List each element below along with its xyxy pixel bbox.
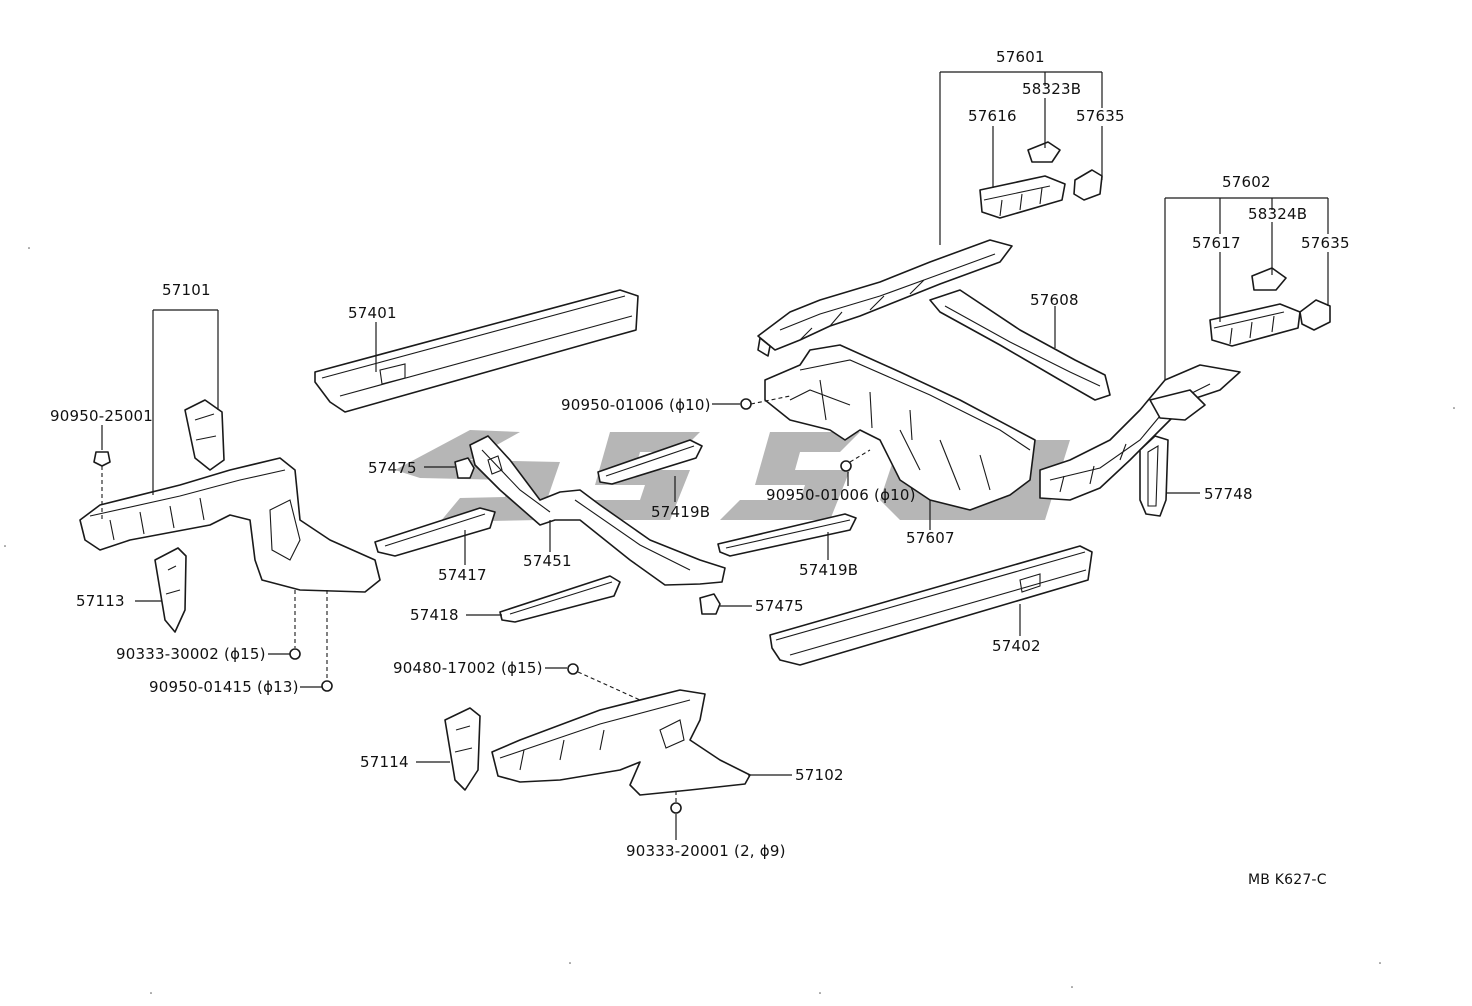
part-57635-cap-left[interactable] [1073,169,1103,201]
label-58324b: 58324B [1248,205,1307,223]
label-57607: 57607 [906,529,955,547]
label-90950-01415: 90950-01415 (ϕ13) [149,678,299,696]
part-57101-bracket[interactable] [184,399,225,471]
fastener-90480-17002[interactable] [567,663,579,675]
label-57475-lower: 57475 [755,597,804,615]
label-57101: 57101 [162,281,211,299]
part-57475-bracket-lower[interactable] [699,593,721,615]
part-57748-panel[interactable] [1139,435,1169,517]
label-57617: 57617 [1192,234,1241,252]
part-57102-front-member[interactable] [491,689,751,796]
part-57602-assembly[interactable] [1039,364,1241,501]
fastener-90333-20001[interactable] [670,802,682,814]
label-57419b-lower: 57419B [799,561,858,579]
label-57418: 57418 [410,606,459,624]
part-57451-crossmember[interactable] [469,435,726,586]
label-57475-upper: 57475 [368,459,417,477]
fastener-90950-25001[interactable] [93,451,111,467]
label-58323b: 58323B [1022,80,1081,98]
label-57419b-upper: 57419B [651,503,710,521]
label-57608: 57608 [1030,291,1079,309]
part-58324b-clip[interactable] [1251,267,1287,291]
label-90333-20001: 90333-20001 (2, ϕ9) [626,842,786,860]
label-57748: 57748 [1204,485,1253,503]
label-57601: 57601 [996,48,1045,66]
scan-specks [4,247,1455,994]
label-90480-17002: 90480-17002 (ϕ15) [393,659,543,677]
part-57607-floor-pan[interactable] [764,344,1036,511]
label-57635-left: 57635 [1076,107,1125,125]
label-90950-25001: 90950-25001 [50,407,153,425]
part-57101-front-member[interactable] [79,457,381,593]
label-57402: 57402 [992,637,1041,655]
part-57114-bracket[interactable] [444,707,481,791]
fastener-90333-30002[interactable] [289,648,301,660]
part-57617-bracket[interactable] [1209,303,1301,347]
part-57608-crossmember[interactable] [929,289,1111,401]
part-57419b-panel-lower[interactable] [717,513,857,557]
part-57113-bracket[interactable] [154,547,187,633]
part-57475-bracket-upper[interactable] [454,457,475,479]
part-57417-panel[interactable] [374,507,496,557]
part-57601-assembly[interactable] [757,239,1013,357]
label-57102: 57102 [795,766,844,784]
part-57419b-panel-upper[interactable] [597,439,703,485]
part-57401-rocker[interactable] [314,289,639,413]
fastener-90950-01006-b[interactable] [840,460,852,472]
diagram-reference-code: MB K627-C [1248,872,1327,888]
label-57113: 57113 [76,592,125,610]
label-57616: 57616 [968,107,1017,125]
label-57401: 57401 [348,304,397,322]
label-57417: 57417 [438,566,487,584]
fastener-90950-01006-a[interactable] [740,398,752,410]
label-57114: 57114 [360,753,409,771]
part-57418-panel[interactable] [499,575,621,623]
part-57402-rocker[interactable] [769,545,1093,666]
part-57635-cap-right[interactable] [1299,299,1331,331]
label-57635-right: 57635 [1301,234,1350,252]
leader-lines [101,71,1329,840]
label-57451: 57451 [523,552,572,570]
part-57616-bracket[interactable] [979,175,1066,219]
fastener-90950-01415[interactable] [321,680,333,692]
part-58323b-clip[interactable] [1027,141,1061,163]
label-57602: 57602 [1222,173,1271,191]
label-90333-30002: 90333-30002 (ϕ15) [116,645,266,663]
label-90950-01006-b: 90950-01006 (ϕ10) [766,486,916,504]
label-90950-01006-a: 90950-01006 (ϕ10) [561,396,711,414]
